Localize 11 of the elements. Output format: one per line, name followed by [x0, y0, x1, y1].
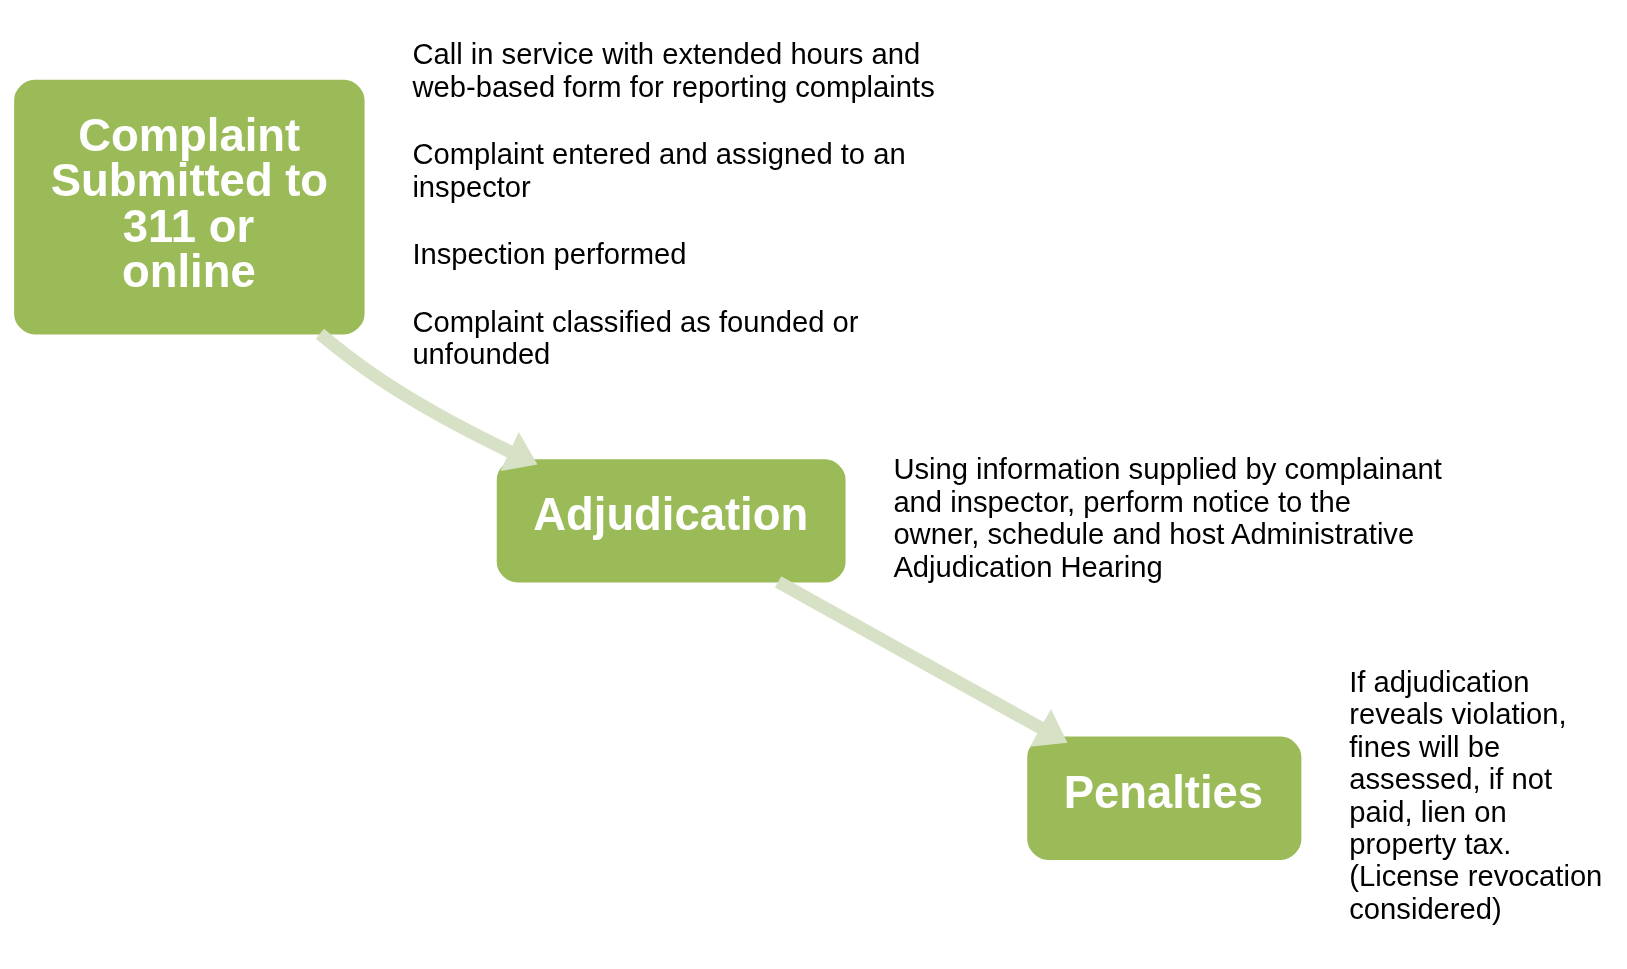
arrow	[775, 576, 1068, 747]
node-label: Using information supplied by complainant and inspector, perform notice to the owner, schedule and host Administrative Adjudication Hearing	[893, 453, 1442, 583]
node-label: Inspection performed	[412, 238, 687, 271]
node-label: If adjudication reveals violation, fines will be assessed, if not paid, lien on property tax. (License revocation considered)	[1349, 665, 1603, 925]
node-box: Adjudication	[496, 459, 846, 583]
node-label: Complaint classified as founded or unfounded	[412, 305, 859, 371]
node-label: Complaint entered and assigned to an inspector	[412, 138, 906, 203]
node-label: Call in service with extended hours and web-based form for reporting complaints	[412, 38, 935, 103]
node-box: Complaint Submitted to 311 or online	[14, 79, 365, 335]
arrow	[315, 328, 538, 472]
node-box: Penalties	[1027, 736, 1302, 860]
